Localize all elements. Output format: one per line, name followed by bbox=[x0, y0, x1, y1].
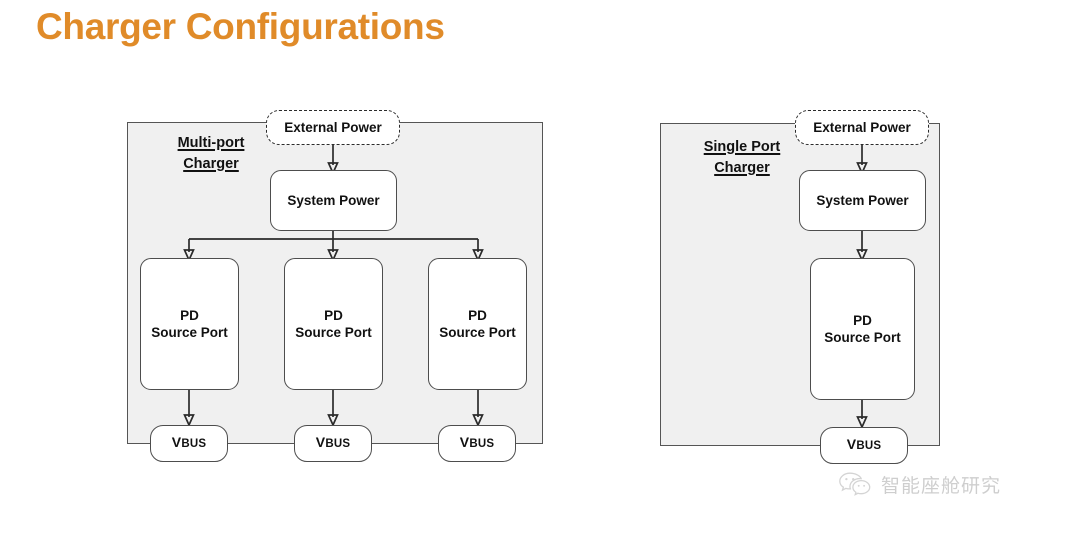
multi-port-vbus-1[interactable]: VBUS bbox=[150, 425, 228, 462]
pd-source-port-2-line-1: PD bbox=[324, 308, 343, 323]
wechat-icon bbox=[839, 472, 871, 496]
pd-source-port-3-line-2: Source Port bbox=[439, 325, 516, 340]
arrowhead-vbus-2 bbox=[327, 414, 339, 428]
watermark-text: 智能座舱研究 bbox=[881, 474, 1002, 497]
multi-port-label-line-1: Multi-port bbox=[177, 135, 245, 151]
vbus-2-label: VBUS bbox=[315, 434, 351, 450]
single-port-external-power-label: External Power bbox=[813, 120, 911, 135]
multi-port-system-power-node[interactable]: System Power bbox=[270, 170, 397, 231]
arrowhead-syspower bbox=[327, 162, 339, 176]
vbus-1-label: VBUS bbox=[171, 434, 207, 450]
diagram-single-port-charger: Single Port Charger External Power Syste… bbox=[640, 95, 970, 485]
pd-source-port-3-line-1: PD bbox=[468, 308, 487, 323]
vbus-3-label: VBUS bbox=[459, 434, 495, 450]
arrowhead-pd-port bbox=[856, 249, 868, 263]
single-port-wiring bbox=[856, 145, 868, 430]
single-port-system-power-node[interactable]: System Power bbox=[799, 170, 926, 231]
single-port-vbus[interactable]: VBUS bbox=[820, 427, 908, 464]
multi-port-pd-source-port-1[interactable]: PD Source Port bbox=[140, 258, 239, 390]
multi-port-vbus-3[interactable]: VBUS bbox=[438, 425, 516, 462]
multi-port-charger-label: Multi-port Charger bbox=[146, 133, 276, 175]
multi-port-vbus-2[interactable]: VBUS bbox=[294, 425, 372, 462]
single-vbus-label: VBUS bbox=[846, 436, 882, 452]
single-port-label-line-2: Charger bbox=[714, 160, 770, 176]
single-pd-source-port-line-1: PD bbox=[853, 313, 872, 328]
watermark: 智能座舱研究 bbox=[838, 470, 1001, 498]
multi-port-system-power-label: System Power bbox=[287, 193, 380, 208]
multi-port-pd-source-port-3[interactable]: PD Source Port bbox=[428, 258, 527, 390]
single-pd-source-port-line-2: Source Port bbox=[824, 330, 901, 345]
arrowhead-vbus-3 bbox=[472, 414, 484, 428]
multi-port-wiring bbox=[183, 145, 484, 428]
single-port-charger-label: Single Port Charger bbox=[672, 137, 812, 179]
multi-port-external-power-node[interactable]: External Power bbox=[266, 110, 400, 145]
multi-port-external-power-label: External Power bbox=[284, 120, 382, 135]
multi-port-pd-source-port-2[interactable]: PD Source Port bbox=[284, 258, 383, 390]
single-port-external-power-node[interactable]: External Power bbox=[795, 110, 929, 145]
page-title: Charger Configurations bbox=[36, 6, 445, 47]
pd-source-port-1-line-1: PD bbox=[180, 308, 199, 323]
single-port-pd-source-port[interactable]: PD Source Port bbox=[810, 258, 915, 400]
arrowhead-vbus bbox=[856, 416, 868, 430]
arrowhead-syspower bbox=[856, 162, 868, 176]
diagram-multi-port-charger: Multi-port Charger External Power System… bbox=[110, 95, 570, 485]
arrowhead-port-2 bbox=[327, 249, 339, 263]
arrowhead-port-1 bbox=[183, 249, 195, 263]
pd-source-port-2-line-2: Source Port bbox=[295, 325, 372, 340]
pd-source-port-1-line-2: Source Port bbox=[151, 325, 228, 340]
multi-port-label-line-2: Charger bbox=[183, 156, 239, 172]
arrowhead-vbus-1 bbox=[183, 414, 195, 428]
single-port-system-power-label: System Power bbox=[816, 193, 909, 208]
single-port-label-line-1: Single Port bbox=[703, 139, 781, 155]
arrowhead-port-3 bbox=[472, 249, 484, 263]
